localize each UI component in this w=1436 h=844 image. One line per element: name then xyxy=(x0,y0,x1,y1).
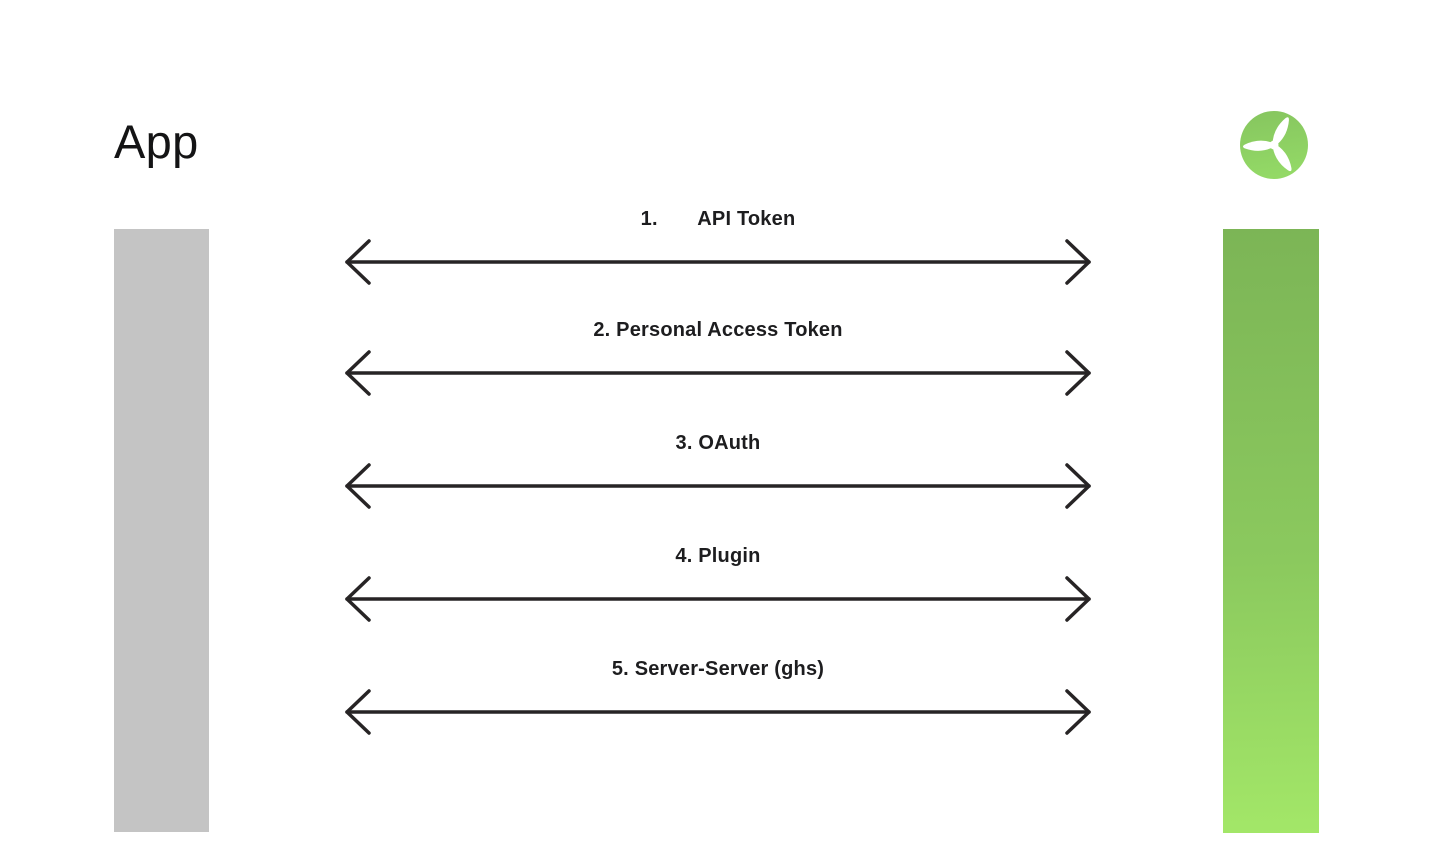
arrowhead-right xyxy=(1065,463,1091,509)
message-label: 2. Personal Access Token xyxy=(593,319,843,341)
propeller-logo-icon xyxy=(1240,111,1308,179)
arrowhead-left xyxy=(345,689,371,735)
arrowhead-right xyxy=(1065,239,1091,285)
arrowhead-right xyxy=(1065,576,1091,622)
message-row: 4. Plugin xyxy=(338,541,1098,627)
message-row: 3. OAuth xyxy=(338,428,1098,514)
bidirectional-arrow xyxy=(345,350,1091,396)
message-row: 1. API Token xyxy=(338,204,1098,290)
message-label: 3. OAuth xyxy=(675,432,761,454)
message-label: 5. Server-Server (ghs) xyxy=(611,658,825,680)
arrowhead-left xyxy=(345,463,371,509)
arrowhead-left xyxy=(345,576,371,622)
message-label: 4. Plugin xyxy=(675,545,761,567)
right-actor-logo xyxy=(1240,111,1308,179)
bidirectional-arrow xyxy=(345,576,1091,622)
arrowhead-left xyxy=(345,350,371,396)
arrowhead-right xyxy=(1065,350,1091,396)
message-row: 2. Personal Access Token xyxy=(338,315,1098,401)
arrowhead-right xyxy=(1065,689,1091,735)
message-row: 5. Server-Server (ghs) xyxy=(338,654,1098,740)
bidirectional-arrow xyxy=(345,689,1091,735)
left-actor-lifeline xyxy=(114,229,209,832)
bidirectional-arrow xyxy=(345,463,1091,509)
arrowhead-left xyxy=(345,239,371,285)
right-actor-lifeline xyxy=(1223,229,1319,833)
left-actor-title: App xyxy=(114,115,199,168)
bidirectional-arrow xyxy=(345,239,1091,285)
message-label: 1. API Token xyxy=(640,208,796,230)
